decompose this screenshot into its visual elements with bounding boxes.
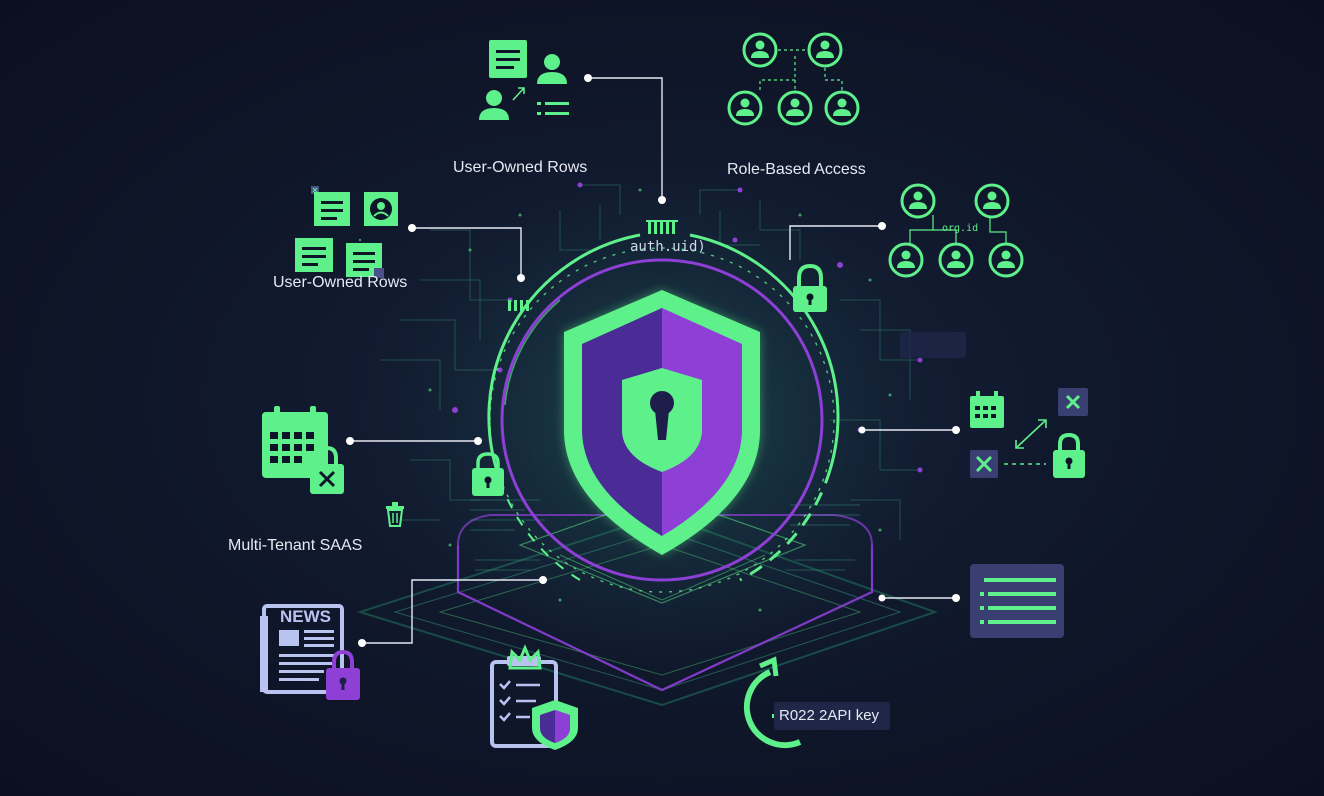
padlock-icon — [310, 445, 344, 494]
user-group-icon — [727, 32, 860, 126]
label-role-based-access: Role-Based Access — [727, 161, 866, 178]
left-user-owned-icons — [295, 186, 398, 278]
barcode-left — [508, 300, 529, 311]
padlock-icon — [326, 649, 360, 700]
calendar-icon — [262, 406, 328, 478]
circuit-traces — [380, 184, 920, 540]
x-box-icon — [1058, 388, 1088, 416]
panel-box — [900, 332, 966, 358]
connector-lines — [350, 77, 956, 644]
label-multi-tenant-saas: Multi-Tenant SAAS — [228, 537, 363, 554]
padlock-icon — [1053, 432, 1085, 478]
list-icon — [537, 102, 569, 115]
padlock-icon — [472, 452, 504, 496]
barcode-top — [646, 220, 678, 234]
connector-dots — [346, 74, 960, 647]
label-user-owned-rows-top: User-Owned Rows — [453, 159, 588, 176]
x-box-icon — [970, 450, 998, 478]
label-user-owned-rows-left: User-Owned Rows — [273, 274, 408, 291]
top-user-owned-icons — [479, 40, 569, 120]
arrow-icon — [512, 87, 525, 101]
org-users — [888, 183, 1024, 278]
org-id-tag: org.id — [942, 223, 979, 234]
calendar-icon — [970, 391, 1004, 428]
shield-keyhole-icon — [564, 290, 760, 555]
outer-rings — [487, 233, 840, 593]
user-icon — [537, 54, 567, 84]
user-icon — [479, 90, 509, 120]
document-icon — [295, 238, 333, 272]
list-icon — [970, 564, 1064, 638]
avatar-icon — [364, 192, 398, 226]
api-key-tag: R022 2API key — [779, 707, 880, 724]
document-icon — [314, 192, 350, 226]
document-icon — [346, 243, 384, 278]
role-hierarchy — [727, 32, 860, 126]
double-arrow-icon — [1015, 419, 1047, 449]
trash-icon — [386, 502, 404, 527]
sparkle-dots — [358, 188, 892, 612]
crown-icon — [508, 644, 542, 670]
document-icon — [489, 40, 527, 78]
api-key-box — [774, 702, 890, 730]
newspaper-icon — [260, 604, 344, 694]
newspaper-title: NEWS — [280, 607, 331, 626]
auth-uid-tag: auth.uid) — [630, 239, 706, 255]
padlock-icon — [793, 263, 827, 312]
shield-icon — [532, 700, 578, 750]
